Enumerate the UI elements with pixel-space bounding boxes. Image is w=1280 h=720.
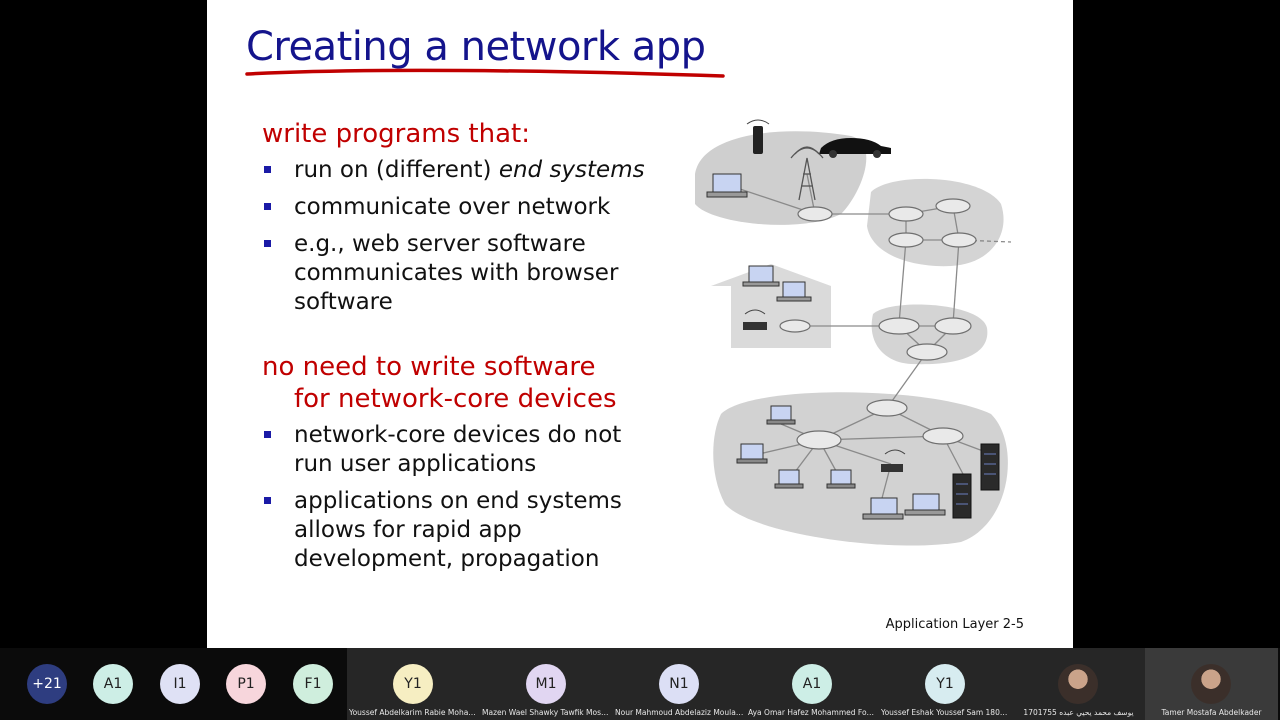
desktop <box>830 469 852 485</box>
participant-avatar: A1 <box>792 664 832 704</box>
heading-write-programs: write programs that: <box>262 119 530 149</box>
bullet-emphasis: end systems <box>498 157 645 183</box>
laptops <box>706 173 946 520</box>
isp-region <box>867 178 1004 267</box>
participant-name: Nour Mahmoud Abdelaziz Moulad... <box>615 708 744 717</box>
title-underline <box>245 68 725 78</box>
network-diagram <box>695 119 1012 546</box>
bullet-item: network-core devices do not run user appl… <box>262 421 682 479</box>
router <box>779 319 811 333</box>
heading-no-need: no need to write software for network-co… <box>262 351 682 415</box>
bullet-square-icon <box>264 497 271 504</box>
participant-name: Youssef Abdelkarim Rabie Mohamed... <box>349 708 478 717</box>
bullet-line: communicates with browser <box>294 260 619 286</box>
router <box>934 317 972 335</box>
participant-tile[interactable]: يوسف محمد يحيي عبده 1701755 <box>1012 648 1145 720</box>
router <box>878 317 920 335</box>
bullet-square-icon <box>264 240 271 247</box>
router <box>922 427 964 445</box>
bullet-item: applications on end systems allows for ra… <box>262 487 682 574</box>
laptop <box>782 281 806 298</box>
router <box>906 343 948 361</box>
server <box>980 443 1000 491</box>
bullet-line: software <box>294 289 393 315</box>
participant-name: Tamer Mostafa Abdelkader <box>1161 708 1262 717</box>
laptop <box>912 493 940 511</box>
cell-tower <box>790 146 824 201</box>
participant-avatar[interactable]: P1 <box>226 664 266 704</box>
enterprise-network-region <box>713 392 1008 546</box>
bullet-line: development, propagation <box>294 546 600 572</box>
wifi-signal <box>746 119 770 125</box>
bullet-line: run on (different) end systems <box>294 157 645 183</box>
participant-avatar: N1 <box>659 664 699 704</box>
router <box>796 430 842 450</box>
participant-avatar[interactable]: I1 <box>160 664 200 704</box>
router <box>941 232 977 248</box>
router <box>797 206 833 222</box>
bullet-list-1: run on (different) end systems communicat… <box>262 156 682 317</box>
bullet-line: communicate over network <box>294 194 611 220</box>
server <box>952 473 972 519</box>
laptop <box>748 265 774 283</box>
participant-name: يوسف محمد يحيي عبده 1701755 <box>1023 708 1134 717</box>
participant-name: Youssef Eshak Youssef Sam 1801160 <box>881 708 1010 717</box>
participant-avatar: Y1 <box>393 664 433 704</box>
bullet-item: run on (different) end systems <box>262 156 682 185</box>
router <box>888 206 924 222</box>
bullet-square-icon <box>264 166 271 173</box>
laptop <box>870 497 898 515</box>
wifi-router <box>743 322 767 330</box>
participant-tile[interactable]: Tamer Mostafa Abdelkader <box>1145 648 1278 720</box>
servers <box>952 443 1000 519</box>
participant-avatar: Y1 <box>925 664 965 704</box>
participant-avatar[interactable]: F1 <box>293 664 333 704</box>
heading-no-need-line2: for network-core devices <box>294 384 617 414</box>
smartphone <box>753 126 763 154</box>
desktop <box>778 469 800 485</box>
desktop <box>740 443 764 460</box>
bullet-line: network-core devices do not <box>294 422 622 448</box>
slide: Creating a network app write programs th… <box>207 0 1073 648</box>
participant-name: Aya Omar Hafez Mohammed Foda... <box>748 708 877 717</box>
slide-footer: Application Layer 2-5 <box>885 617 1024 632</box>
participant-avatar: M1 <box>526 664 566 704</box>
desktop <box>770 405 792 421</box>
desktops <box>736 405 856 489</box>
router <box>935 198 971 214</box>
car <box>819 138 891 154</box>
router <box>888 232 924 248</box>
bullet-line: allows for rapid app <box>294 517 522 543</box>
heading-no-need-line1: no need to write software <box>262 352 596 382</box>
participant-photo <box>1191 664 1231 704</box>
bullet-item: communicate over network <box>262 193 682 222</box>
routers <box>779 198 977 450</box>
participant-photo <box>1058 664 1098 704</box>
bullet-line: run user applications <box>294 451 537 477</box>
slide-text: write programs that: run on (different) … <box>262 118 682 582</box>
mobile-network-region <box>695 131 867 225</box>
participant-avatar[interactable]: A1 <box>93 664 133 704</box>
slide-title: Creating a network app <box>246 24 706 70</box>
bullet-line: e.g., web server software <box>294 231 586 257</box>
bullet-list-2: network-core devices do not run user appl… <box>262 421 682 574</box>
bullet-square-icon <box>264 431 271 438</box>
bullet-item: e.g., web server software communicates wi… <box>262 230 682 317</box>
bullet-line: applications on end systems <box>294 488 622 514</box>
access-point <box>881 464 903 472</box>
bullet-square-icon <box>264 203 271 210</box>
participant-name: Mazen Wael Shawky Tawfik Mostafa... <box>482 708 611 717</box>
router <box>866 399 908 417</box>
more-participants-button[interactable]: +21 <box>27 664 67 704</box>
laptop <box>712 173 742 193</box>
